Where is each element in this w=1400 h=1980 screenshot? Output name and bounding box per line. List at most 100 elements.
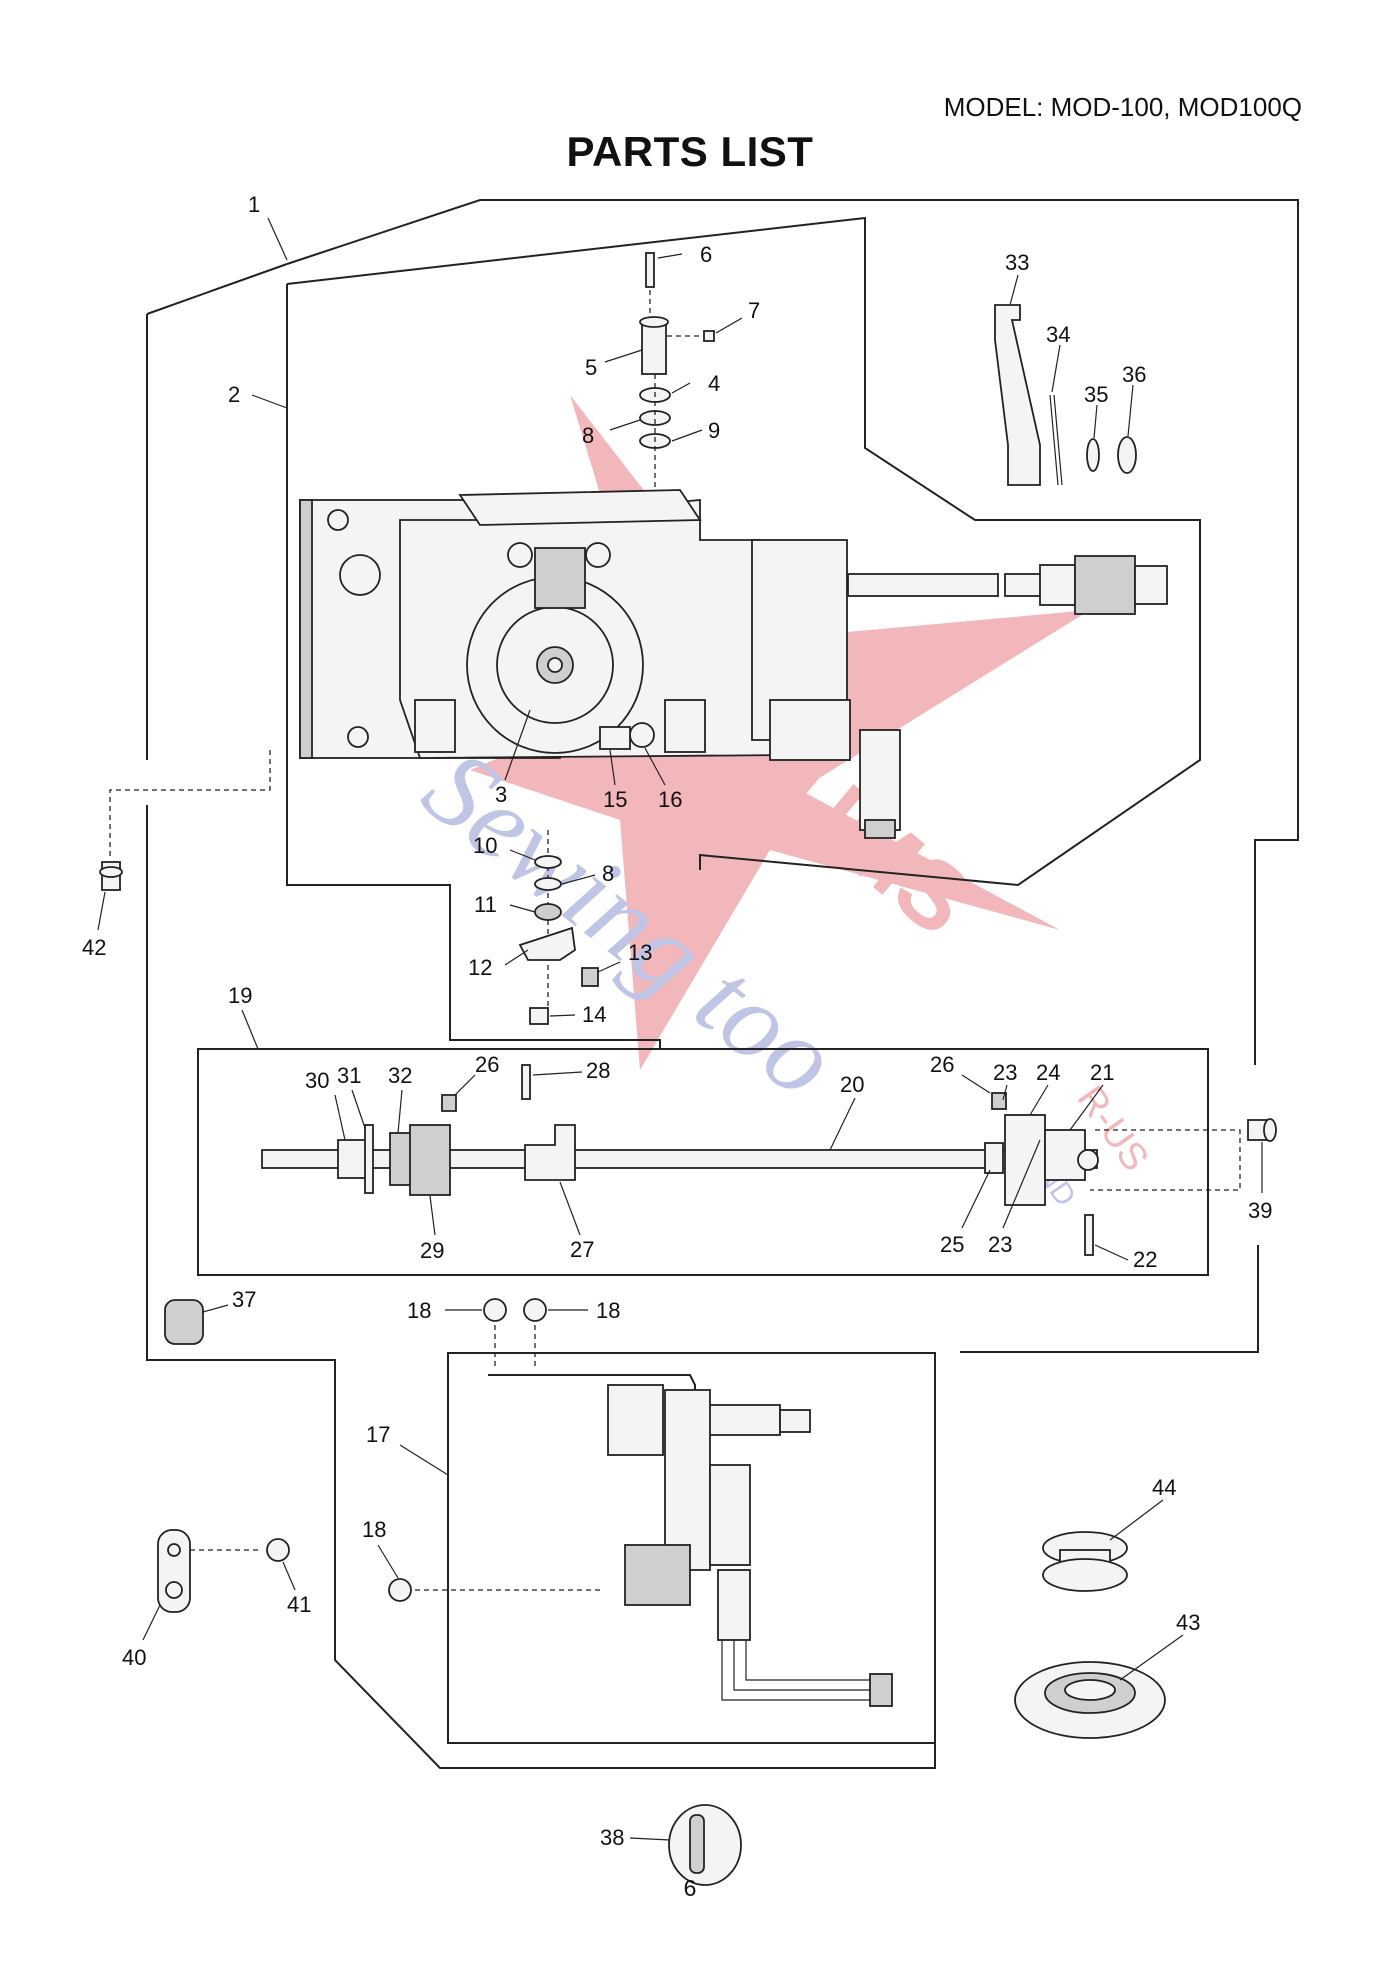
leader-16 bbox=[644, 747, 666, 786]
callout-23a: 23 bbox=[993, 1060, 1017, 1085]
callout-19: 19 bbox=[228, 983, 252, 1008]
callout-22: 22 bbox=[1133, 1247, 1157, 1272]
leader-12 bbox=[504, 949, 529, 966]
wires-17c bbox=[745, 1640, 880, 1681]
leader-13 bbox=[597, 961, 621, 973]
set-screw-7 bbox=[703, 330, 715, 342]
frame-2-outline bbox=[286, 216, 1201, 887]
pulley-collar bbox=[1039, 564, 1076, 606]
cable-17 bbox=[717, 1569, 751, 1641]
callout-44: 44 bbox=[1152, 1475, 1176, 1500]
leader-42 bbox=[97, 891, 106, 931]
main-mechanism bbox=[299, 489, 1168, 839]
leader-27 bbox=[559, 1181, 581, 1236]
timing-pulley bbox=[1074, 555, 1136, 615]
collar-30 bbox=[337, 1139, 369, 1179]
screw-14 bbox=[529, 1007, 549, 1025]
callout-33: 33 bbox=[1005, 250, 1029, 275]
screw-top-b bbox=[585, 542, 611, 568]
sleeve-5 bbox=[641, 321, 667, 375]
callout-43: 43 bbox=[1176, 1610, 1200, 1635]
leader-38 bbox=[629, 1837, 671, 1841]
flange-31 bbox=[364, 1124, 374, 1194]
frame-1-outline bbox=[286, 199, 1299, 1065]
callout-27: 27 bbox=[570, 1237, 594, 1262]
leader-41 bbox=[282, 1561, 296, 1591]
leader-33 bbox=[1009, 274, 1019, 306]
lever-group bbox=[994, 304, 1137, 486]
callout-39: 39 bbox=[1248, 1198, 1272, 1223]
callout-12: 12 bbox=[468, 955, 492, 980]
main-frame-top bbox=[458, 489, 702, 526]
callout-18c: 18 bbox=[362, 1517, 386, 1542]
leader-17 bbox=[399, 1444, 449, 1476]
callout-1: 1 bbox=[248, 192, 260, 217]
model-label: MODEL: MOD-100, MOD100Q bbox=[943, 92, 1302, 122]
callout-25: 25 bbox=[940, 1232, 964, 1257]
shaft-end bbox=[1004, 573, 1046, 597]
collar-11 bbox=[534, 903, 562, 921]
leader-44 bbox=[1109, 1499, 1164, 1541]
roller-right bbox=[664, 699, 706, 753]
motor-17 bbox=[709, 1464, 751, 1566]
leader-lines bbox=[97, 217, 1263, 1841]
link-12 bbox=[518, 926, 576, 961]
shaft-group bbox=[261, 1064, 1277, 1256]
screw-41 bbox=[266, 1538, 290, 1562]
callout-16: 16 bbox=[658, 787, 682, 812]
leader-7 bbox=[715, 317, 743, 334]
washer-8b bbox=[534, 877, 562, 891]
knob-38-ridge bbox=[689, 1814, 705, 1874]
screw-18b bbox=[523, 1298, 547, 1322]
leader-25 bbox=[961, 1169, 991, 1229]
connector-17 bbox=[869, 1673, 893, 1707]
frame-1-outline-lower-left bbox=[146, 805, 936, 1769]
collar-25 bbox=[984, 1142, 1004, 1174]
callout-9: 9 bbox=[708, 418, 720, 443]
callout-40: 40 bbox=[122, 1645, 146, 1670]
callout-37: 37 bbox=[232, 1287, 256, 1312]
sleeve-5-top bbox=[639, 316, 669, 328]
leader-15 bbox=[609, 749, 616, 786]
callout-2: 2 bbox=[228, 382, 240, 407]
bracket-40 bbox=[157, 1529, 191, 1613]
callout-23b: 23 bbox=[988, 1232, 1012, 1257]
screw-top-a bbox=[507, 542, 533, 568]
leader-23b bbox=[1002, 1139, 1041, 1229]
callout-5: 5 bbox=[585, 355, 597, 380]
leader-5 bbox=[604, 349, 643, 363]
leader-35 bbox=[1093, 404, 1098, 439]
callout-8b: 8 bbox=[602, 861, 614, 886]
spring-34b bbox=[1053, 394, 1063, 486]
callout-14: 14 bbox=[582, 1002, 606, 1027]
e-ring-36 bbox=[1117, 436, 1137, 474]
screw-42-head bbox=[99, 866, 123, 878]
callout-18a: 18 bbox=[407, 1298, 431, 1323]
callout-29: 29 bbox=[420, 1238, 444, 1263]
bobbin-case-43-hole bbox=[1064, 1679, 1116, 1701]
page-number: 6 bbox=[683, 1875, 697, 1901]
leader-3 bbox=[504, 709, 531, 781]
leader-19 bbox=[241, 1009, 259, 1050]
leader-26b bbox=[961, 1074, 991, 1094]
callout-30: 30 bbox=[305, 1068, 329, 1093]
callout-4: 4 bbox=[708, 371, 720, 396]
adjust-dial bbox=[339, 554, 381, 596]
knob-38 bbox=[668, 1804, 742, 1886]
knob-38-group bbox=[668, 1804, 742, 1886]
callout-17: 17 bbox=[366, 1422, 390, 1447]
screw-13 bbox=[581, 967, 599, 987]
leader-10 bbox=[509, 849, 536, 861]
screw-18c bbox=[388, 1578, 412, 1602]
leader-14 bbox=[549, 1014, 576, 1017]
callout-31: 31 bbox=[337, 1063, 361, 1088]
leader-8a bbox=[609, 419, 641, 431]
screw-18a bbox=[483, 1298, 507, 1322]
callout-26a: 26 bbox=[475, 1052, 499, 1077]
pin-6 bbox=[645, 252, 655, 288]
callout-24: 24 bbox=[1036, 1060, 1060, 1085]
callout-36: 36 bbox=[1122, 362, 1146, 387]
callout-18b: 18 bbox=[596, 1298, 620, 1323]
leader-21 bbox=[1069, 1084, 1104, 1131]
